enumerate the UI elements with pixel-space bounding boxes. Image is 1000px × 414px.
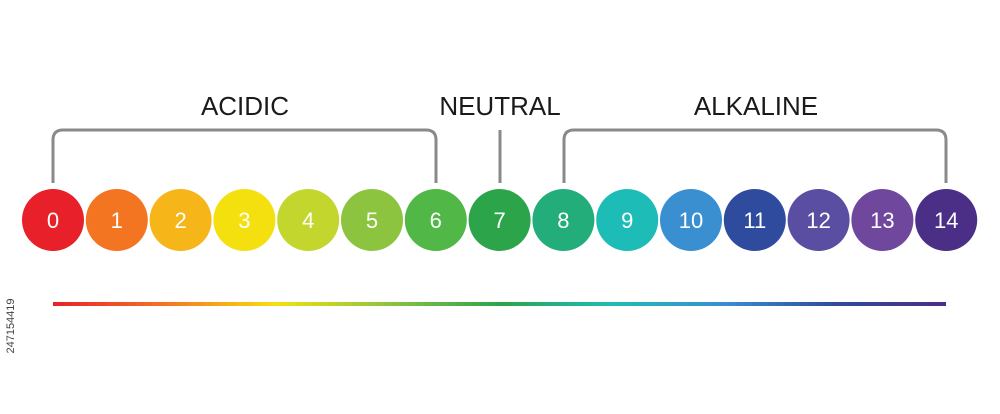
- ph-value-label: 3: [238, 208, 250, 233]
- ph-circle-13: [851, 189, 914, 251]
- ph-value-label: 4: [302, 208, 314, 233]
- ph-value-label: 11: [743, 208, 766, 233]
- ph-value-label: 13: [870, 208, 894, 233]
- ph-level-8: 8: [532, 189, 595, 251]
- ph-value-label: 14: [934, 208, 958, 233]
- ph-circle-7: [468, 189, 531, 251]
- ph-value-label: 9: [621, 208, 633, 233]
- ph-level-4: 4: [277, 189, 340, 251]
- ph-level-11: 11: [723, 189, 786, 251]
- ph-circle-0: [22, 189, 84, 251]
- ph-level-5: 5: [341, 189, 403, 251]
- ph-circle-6: [404, 189, 467, 251]
- ph-circle-12: [787, 189, 850, 251]
- ph-level-12: 12: [787, 189, 850, 251]
- ph-circle-11: [723, 189, 786, 251]
- ph-circle-14: [915, 189, 978, 251]
- neutral-label: NEUTRAL: [439, 91, 560, 121]
- ph-circle-2: [149, 189, 212, 251]
- ph-level-7: 7: [468, 189, 531, 251]
- ph-circle-3: [213, 189, 276, 251]
- ph-value-label: 8: [557, 208, 569, 233]
- ph-circle-8: [532, 189, 595, 251]
- ph-value-label: 2: [174, 208, 186, 233]
- ph-level-6: 6: [404, 189, 467, 251]
- ph-value-label: 6: [430, 208, 442, 233]
- ph-level-9: 9: [596, 189, 659, 251]
- ph-level-2: 2: [149, 189, 212, 251]
- alkaline-bracket: [562, 128, 948, 183]
- ph-level-13: 13: [851, 189, 914, 251]
- ph-circle-4: [277, 189, 340, 251]
- ph-value-label: 10: [679, 208, 703, 233]
- ph-value-label: 12: [806, 208, 830, 233]
- stock-id-watermark: 247154419: [5, 298, 17, 354]
- ph-value-label: 7: [493, 208, 505, 233]
- ph-circle-5: [341, 189, 403, 251]
- ph-gradient-bar: [53, 302, 946, 306]
- ph-level-0: 0: [22, 189, 84, 251]
- ph-circle-1: [85, 189, 148, 251]
- ph-level-1: 1: [85, 189, 148, 251]
- acidic-bracket: [51, 128, 438, 183]
- alkaline-label: ALKALINE: [694, 91, 818, 121]
- ph-level-14: 14: [915, 189, 978, 251]
- ph-circle-9: [596, 189, 659, 251]
- ph-value-label: 1: [111, 208, 123, 233]
- ph-level-3: 3: [213, 189, 276, 251]
- acidic-label: ACIDIC: [201, 91, 289, 121]
- ph-level-10: 10: [660, 189, 722, 251]
- ph-circle-10: [660, 189, 722, 251]
- ph-value-label: 0: [47, 208, 59, 233]
- ph-value-label: 5: [366, 208, 378, 233]
